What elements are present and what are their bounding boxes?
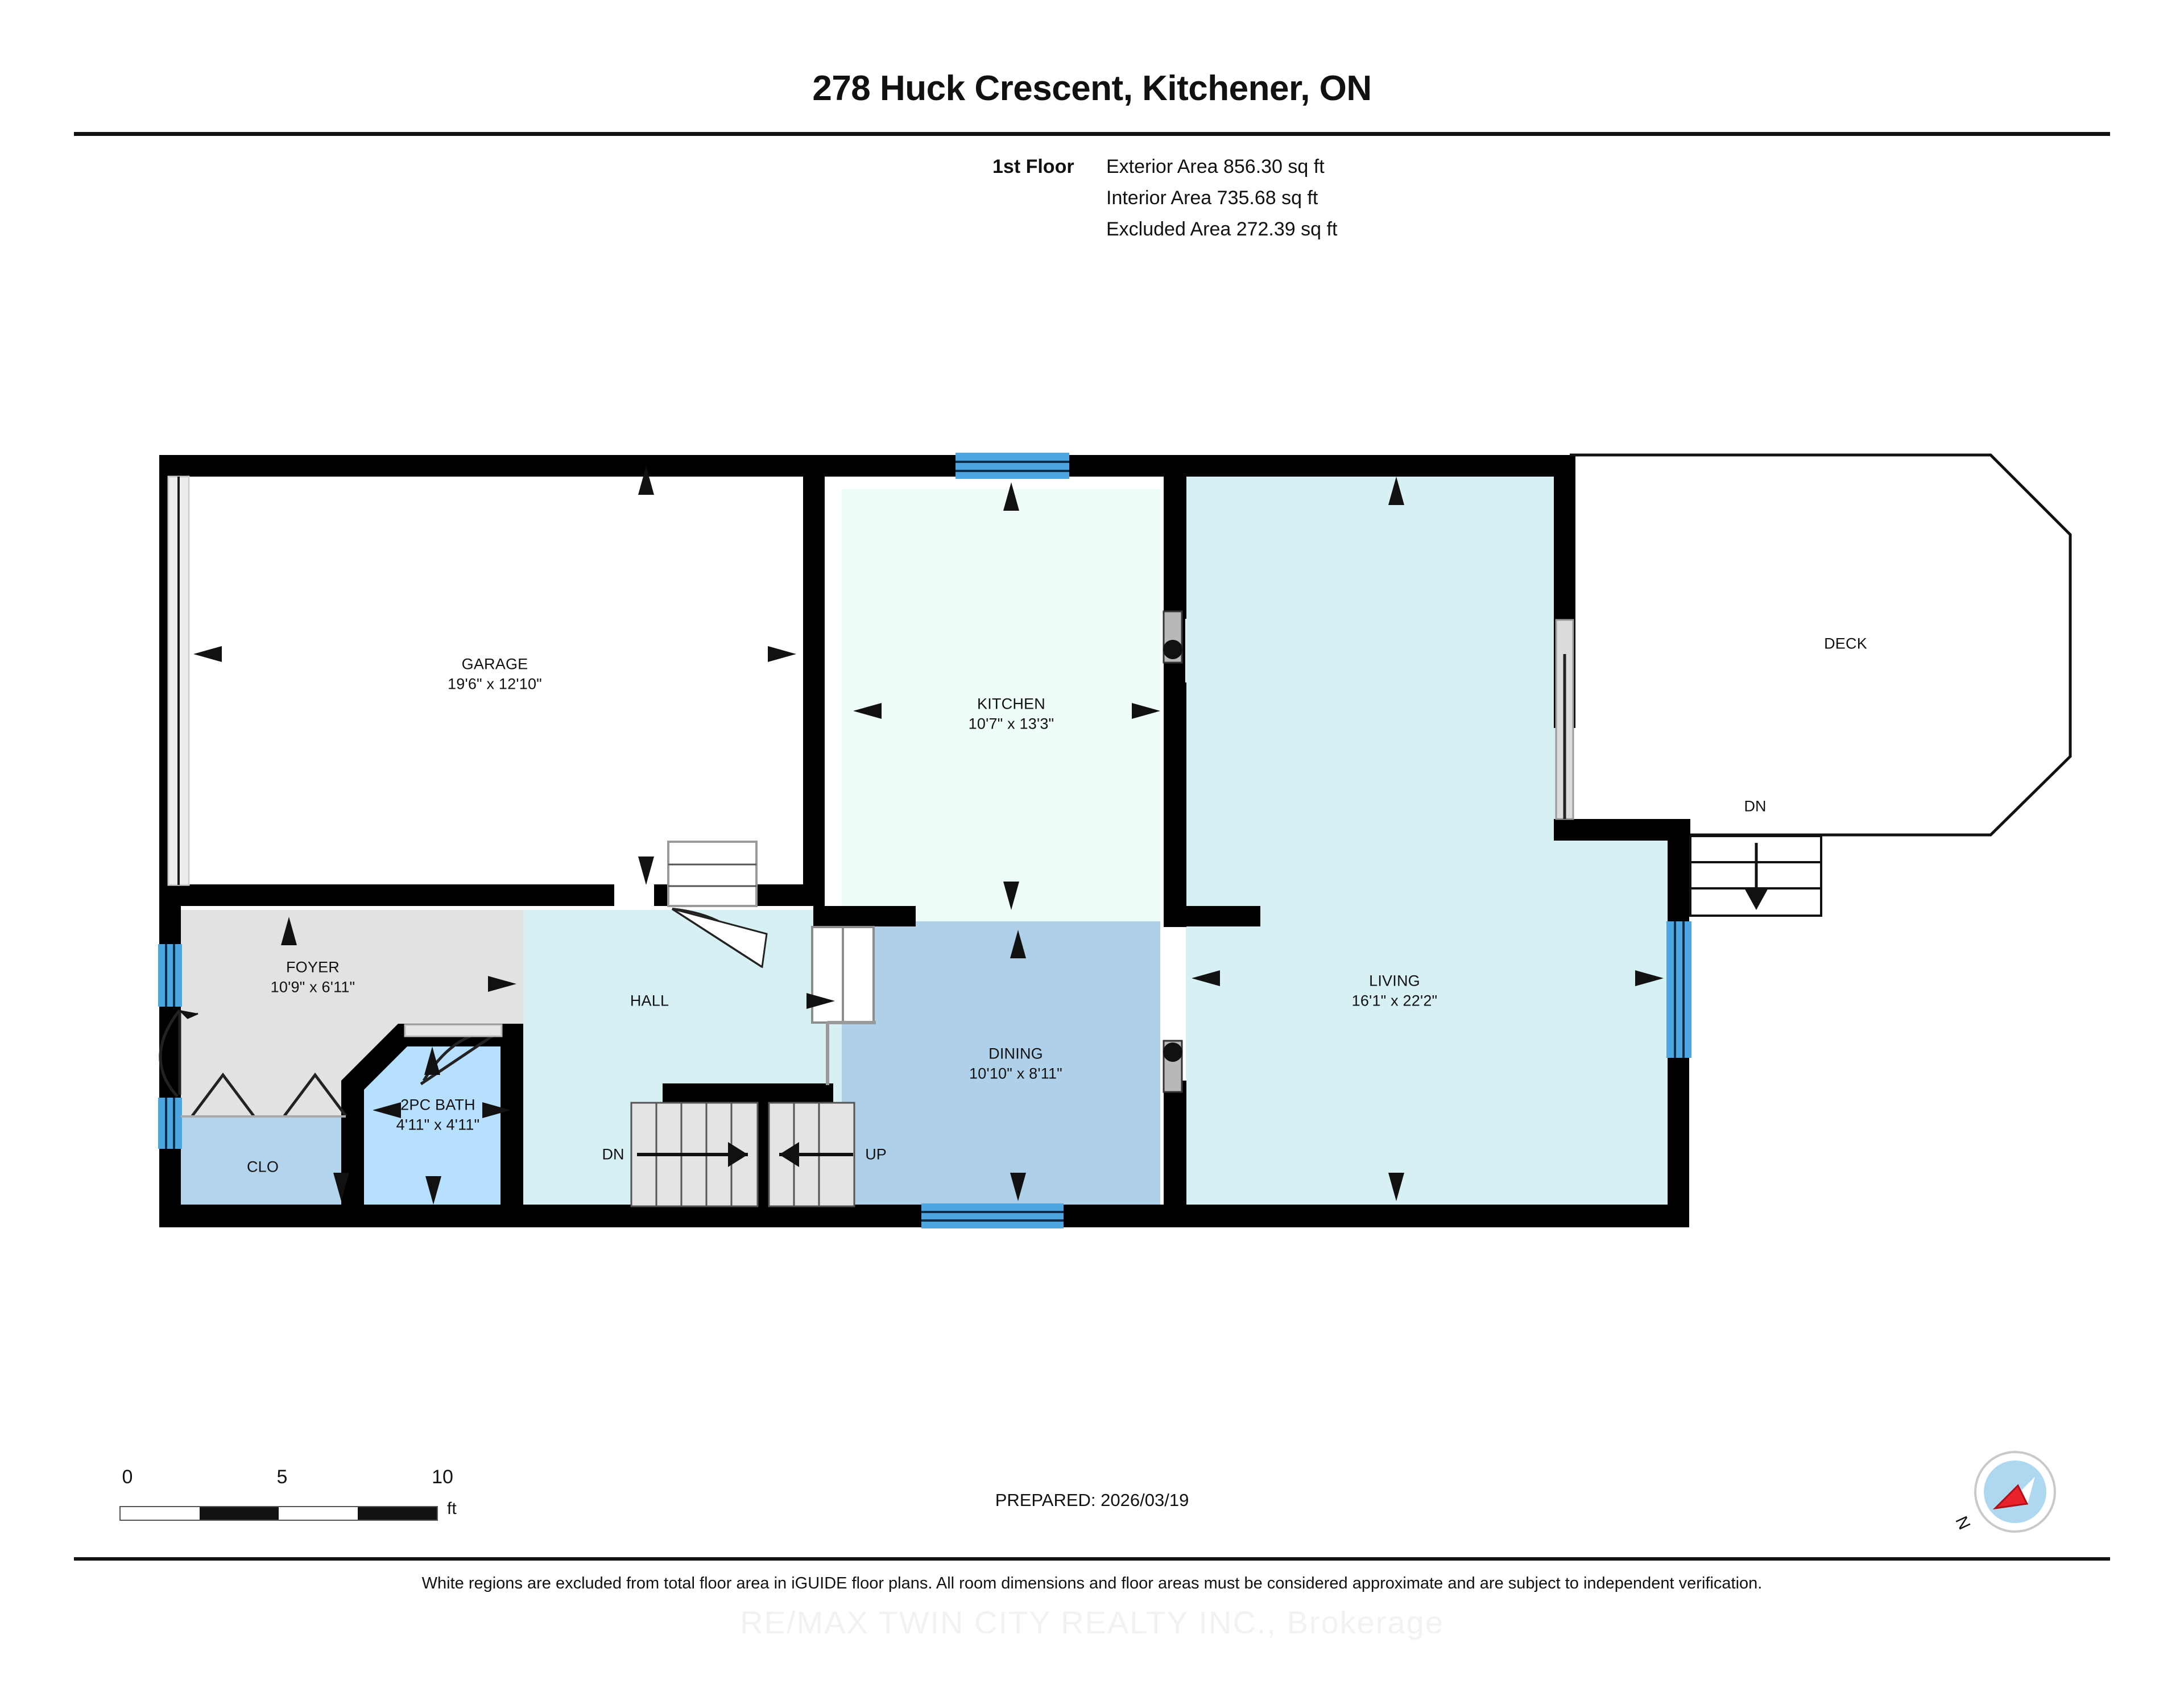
- room-dims-garage: 19'6" x 12'10": [448, 675, 542, 692]
- wall-living-jog-horizontal: [1554, 819, 1690, 841]
- room-label-garage: GARAGE 19'6" x 12'10": [448, 654, 542, 693]
- page-title: 278 Huck Crescent, Kitchener, ON: [812, 69, 1372, 108]
- wall-right-garage: [803, 455, 825, 906]
- stair-label-hall-up: UP: [865, 1145, 887, 1163]
- summary-row-exterior: 1st Floor Exterior Area 856.30 sq ft: [992, 151, 1337, 183]
- wall-bottom-left: [159, 1205, 921, 1227]
- room-fill-bath: [353, 1035, 515, 1207]
- footer-divider: [74, 1557, 2110, 1561]
- scale-tick-10: 10: [432, 1466, 453, 1488]
- wall-bath: [341, 1024, 515, 1206]
- wall-bottom-kitchen: [825, 906, 916, 926]
- wall-stair-spine: [758, 1103, 769, 1206]
- door-bath: [404, 1024, 503, 1086]
- wall-living-left-upper: [1164, 477, 1186, 619]
- room-dims-dining: 10'10" x 8'11": [969, 1065, 1062, 1082]
- brokerage-watermark: RE/MAX TWIN CITY REALTY INC., Brokerage: [740, 1604, 1444, 1640]
- room-name-living: LIVING: [1369, 972, 1420, 990]
- dimension-arrows: [193, 466, 1664, 1205]
- scale-tick-0: 0: [122, 1466, 133, 1488]
- room-label-closet: CLO: [247, 1157, 279, 1177]
- wall-stair-head: [663, 1083, 833, 1103]
- summary-row-interior: Interior Area 735.68 sq ft: [992, 183, 1337, 214]
- interior-area-value: Interior Area 735.68 sq ft: [1106, 187, 1318, 209]
- scale-unit: ft: [447, 1499, 457, 1518]
- wall-bath-right: [500, 1024, 523, 1206]
- room-name-closet: CLO: [246, 1158, 279, 1176]
- window-foyer-lower: [158, 1098, 182, 1149]
- room-label-dining: DINING 10'10" x 8'11": [969, 1044, 1062, 1083]
- scale-tick-5: 5: [276, 1466, 288, 1488]
- summary-row-excluded: Excluded Area 272.39 sq ft: [992, 214, 1337, 245]
- door-closet-bifold: [181, 1072, 347, 1118]
- room-fill-kitchen: [842, 489, 1160, 921]
- wall-living-left-lower: [1164, 1081, 1186, 1206]
- room-fill-deck: [1570, 455, 2070, 835]
- floor-area-summary: 1st Floor Exterior Area 856.30 sq ft Inte…: [992, 151, 1337, 245]
- room-fill-closet: [171, 1116, 344, 1207]
- room-dims-kitchen: 10'7" x 13'3": [968, 715, 1054, 732]
- door-garage-hall: [667, 841, 768, 969]
- window-foyer-upper: [158, 944, 182, 1007]
- stair-label-hall-dn: DN: [602, 1145, 624, 1163]
- window-dining-bottom: [921, 1203, 1064, 1228]
- prepared-date: PREPARED: 2026/03/19: [995, 1490, 1189, 1510]
- header-divider: [74, 132, 2110, 136]
- room-label-hall: HALL: [630, 991, 669, 1011]
- room-label-deck: DECK: [1824, 634, 1867, 654]
- garage-door: [167, 475, 190, 886]
- room-name-bath: 2PC BATH: [400, 1096, 475, 1114]
- compass-rose: [1972, 1449, 2058, 1534]
- room-label-bath: 2PC BATH 4'11" x 4'11": [396, 1095, 480, 1134]
- fixture-living-upper: [1163, 610, 1183, 664]
- wall-living-left-mid: [1164, 682, 1186, 927]
- exterior-area-value: Exterior Area 856.30 sq ft: [1106, 156, 1325, 177]
- wall-right-living-lower: [1668, 1058, 1689, 1227]
- scale-bar: [119, 1506, 438, 1521]
- stairs-deck: [1689, 835, 1822, 917]
- wall-pier-hall: [813, 906, 830, 926]
- wall-bottom-garage-left: [159, 884, 614, 906]
- wall-bottom-right: [1064, 1205, 1689, 1227]
- wall-top-living: [1069, 455, 1575, 477]
- room-dims-living: 16'1" x 22'2": [1351, 992, 1438, 1009]
- sliding-door-living-deck: [1555, 619, 1574, 820]
- room-label-living: LIVING 16'1" x 22'2": [1352, 971, 1438, 1010]
- scale-segment-3: [279, 1507, 358, 1520]
- door-front-entry: [159, 1009, 198, 1098]
- scale-segment-1: [121, 1507, 200, 1520]
- stairs-hall: [630, 1102, 855, 1207]
- door-hall-dining: [811, 926, 876, 1085]
- window-kitchen-top: [956, 453, 1069, 479]
- room-name-kitchen: KITCHEN: [977, 695, 1045, 713]
- room-fill-dining: [842, 921, 1160, 1206]
- room-name-deck: DECK: [1824, 635, 1867, 652]
- scale-segment-4: [358, 1507, 437, 1520]
- room-label-kitchen: KITCHEN 10'7" x 13'3": [969, 694, 1054, 733]
- room-dims-bath: 4'11" x 4'11": [396, 1116, 480, 1133]
- floor-label: 1st Floor: [992, 156, 1074, 177]
- room-label-foyer: FOYER 10'9" x 6'11": [271, 957, 355, 996]
- window-living-right: [1666, 921, 1691, 1058]
- room-name-hall: HALL: [630, 992, 669, 1010]
- disclaimer-text: White regions are excluded from total fl…: [421, 1574, 1763, 1592]
- room-name-dining: DINING: [988, 1045, 1043, 1062]
- stair-label-deck-dn: DN: [1744, 797, 1767, 815]
- scale-segment-2: [200, 1507, 279, 1520]
- room-name-garage: GARAGE: [461, 655, 528, 673]
- room-fill-garage: [171, 466, 802, 887]
- fixture-living-lower: [1163, 1040, 1183, 1093]
- room-name-foyer: FOYER: [286, 958, 340, 976]
- excluded-area-value: Excluded Area 272.39 sq ft: [1106, 218, 1338, 241]
- wall-top-garage: [159, 455, 984, 477]
- room-dims-foyer: 10'9" x 6'11": [270, 978, 355, 995]
- deck-outline: [1570, 453, 2072, 837]
